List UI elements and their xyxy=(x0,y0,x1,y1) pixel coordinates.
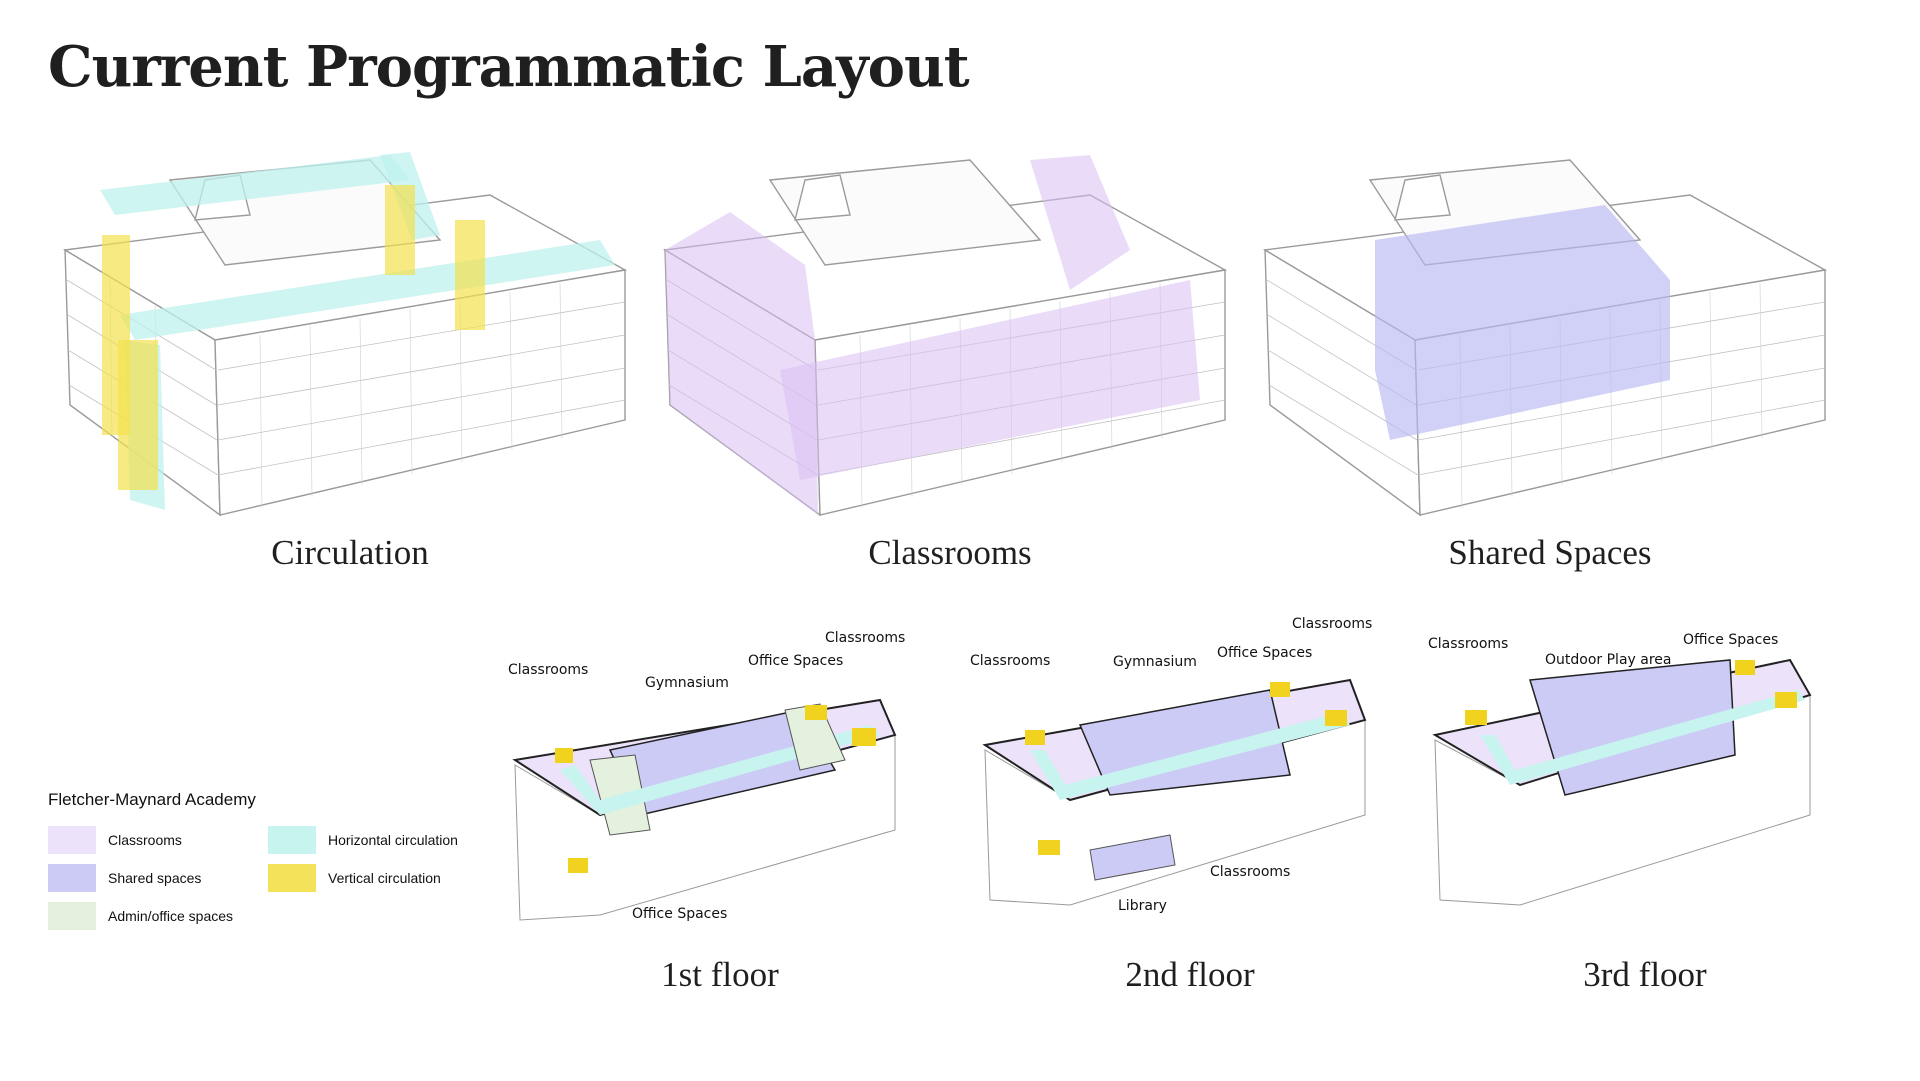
legend-item-horizontal-circulation: Horizontal circulation xyxy=(268,826,498,854)
caption-shared-spaces: Shared Spaces xyxy=(1448,533,1652,572)
plan2-label-library: Library xyxy=(1118,898,1167,914)
legend-item-vertical-circulation: Vertical circulation xyxy=(268,864,498,892)
plan2-label-gymnasium: Gymnasium xyxy=(1113,654,1197,670)
plan1-label-classrooms-left: Classrooms xyxy=(508,662,589,678)
caption-1st-floor: 1st floor xyxy=(661,955,779,994)
legend-item-classrooms: Classrooms xyxy=(48,826,278,854)
floor-plan-drawing xyxy=(512,698,897,921)
plan-3rd-floor xyxy=(1420,600,1850,920)
caption-circulation: Circulation xyxy=(271,533,429,572)
vertical-circulation-overlay xyxy=(102,185,485,490)
legend-swatch-admin-office xyxy=(48,902,96,930)
massing-shared-spaces xyxy=(1240,140,1840,530)
legend-swatch-vertical-circulation xyxy=(268,864,316,892)
plan3-label-office-spaces: Office Spaces xyxy=(1683,632,1779,648)
plan2-label-classrooms-left: Classrooms xyxy=(970,653,1051,669)
building-massing-drawing xyxy=(62,152,628,517)
building-massing-drawing xyxy=(1262,159,1828,517)
plan1-label-classrooms-right: Classrooms xyxy=(825,630,906,646)
plan1-label-office-spaces-top: Office Spaces xyxy=(748,653,844,669)
massing-classrooms xyxy=(640,140,1240,530)
legend-title: Fletcher-Maynard Academy xyxy=(48,790,256,809)
plan2-label-classrooms-bottom: Classrooms xyxy=(1210,864,1291,880)
caption-2nd-floor: 2nd floor xyxy=(1125,955,1255,994)
legend-item-shared-spaces: Shared spaces xyxy=(48,864,278,892)
shared-spaces-overlay xyxy=(1375,205,1670,440)
caption-classrooms: Classrooms xyxy=(868,533,1032,572)
legend-label: Shared spaces xyxy=(108,870,202,886)
legend: Fletcher-Maynard Academy Classrooms Hori… xyxy=(48,790,498,940)
legend-label: Classrooms xyxy=(108,832,182,848)
legend-label: Horizontal circulation xyxy=(328,832,458,848)
building-massing-drawing xyxy=(662,155,1228,517)
massing-circulation xyxy=(40,140,640,530)
floor-plan-drawing xyxy=(1432,658,1812,906)
plan2-label-classrooms-right: Classrooms xyxy=(1292,616,1373,632)
legend-label: Admin/office spaces xyxy=(108,908,234,924)
plan1-label-gymnasium: Gymnasium xyxy=(645,675,729,691)
caption-3rd-floor: 3rd floor xyxy=(1583,955,1707,994)
legend-swatch-horizontal-circulation xyxy=(268,826,316,854)
plan3-label-classrooms: Classrooms xyxy=(1428,636,1509,652)
legend-item-admin-office: Admin/office spaces xyxy=(48,902,278,930)
legend-label: Vertical circulation xyxy=(328,870,441,886)
plan3-label-outdoor-play-area: Outdoor Play area xyxy=(1545,652,1672,668)
plan1-label-office-spaces-bottom: Office Spaces xyxy=(632,906,728,922)
legend-swatch-classrooms xyxy=(48,826,96,854)
legend-swatch-shared-spaces xyxy=(48,864,96,892)
floor-plan-drawing xyxy=(982,678,1367,906)
classrooms-overlay xyxy=(665,155,1200,515)
plan2-label-office-spaces: Office Spaces xyxy=(1217,645,1313,661)
plan-2nd-floor xyxy=(970,600,1400,920)
page-title: Current Programmatic Layout xyxy=(48,34,970,100)
plan-1st-floor xyxy=(500,600,930,921)
